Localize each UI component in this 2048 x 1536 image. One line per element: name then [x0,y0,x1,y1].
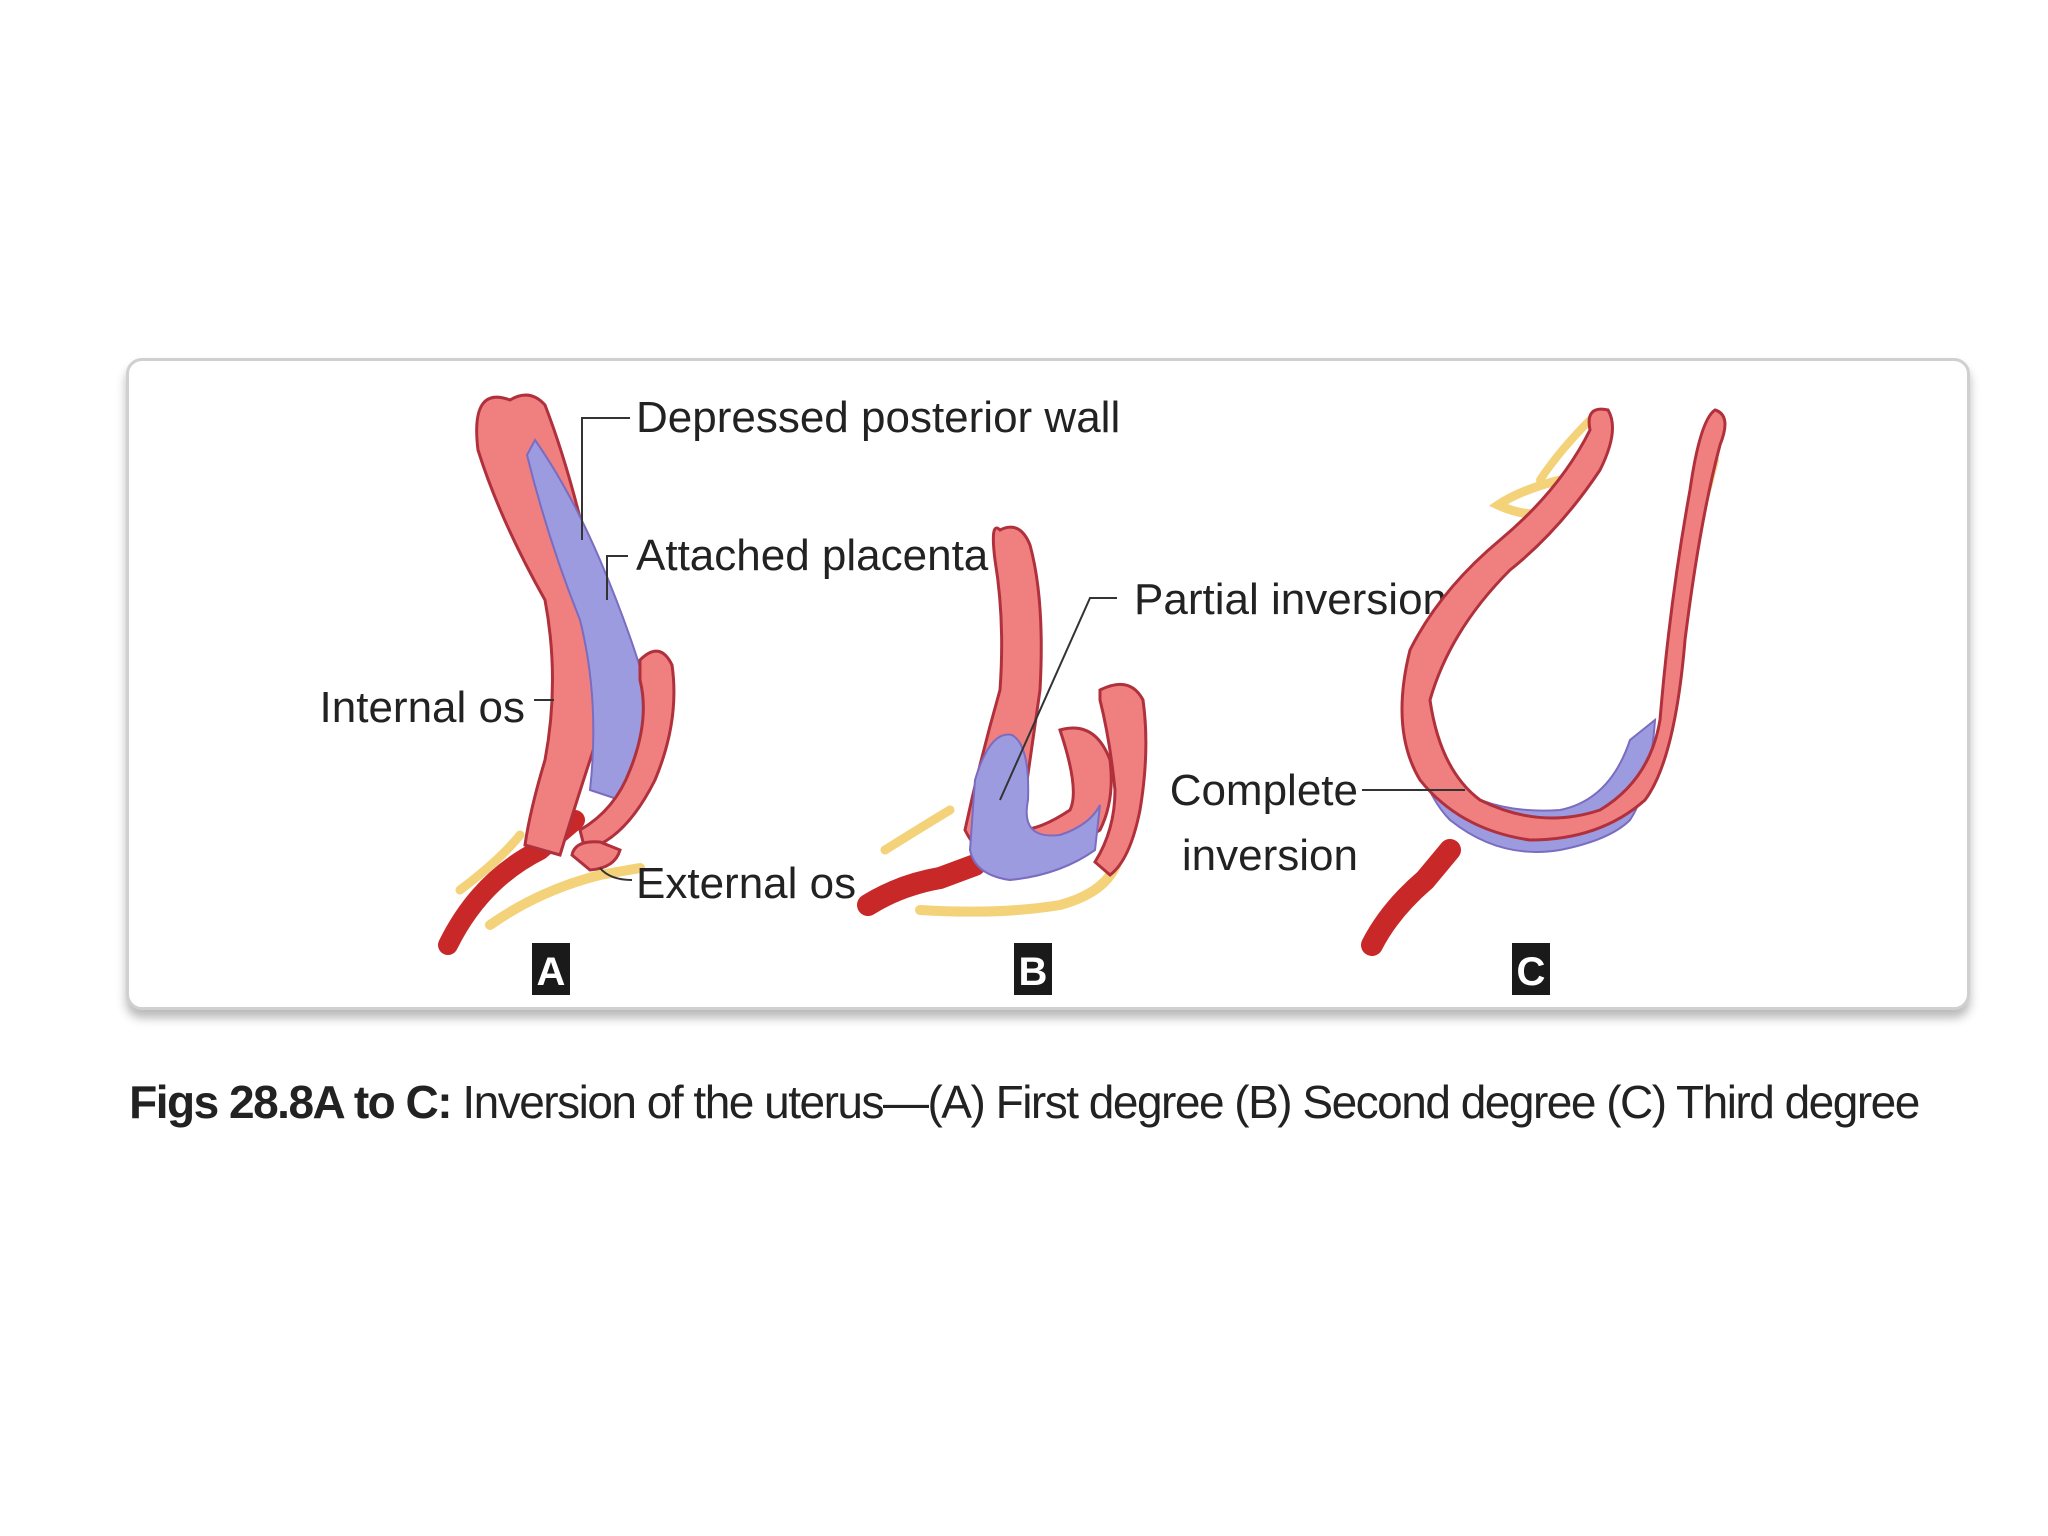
uterus-illustration-b [857,525,1148,917]
external-os-label: External os [636,859,856,908]
svg-text:A: A [537,950,566,994]
panel-letter-a: A [532,943,570,995]
uterus-illustration-c [1361,407,1727,956]
attached-placenta-label: Attached placenta [636,531,989,580]
complete-inversion-label-line1: Complete [1170,766,1358,815]
uterus-illustration-a [438,393,676,955]
complete-inversion-label-line2: inversion [1182,831,1358,880]
svg-text:C: C [1517,950,1546,994]
svg-text:B: B [1019,950,1048,994]
caption-text: Inversion of the uterus—(A) First degree… [451,1076,1920,1128]
depressed-posterior-wall-label: Depressed posterior wall [636,393,1120,442]
label-lines-b [999,597,1117,801]
figure-caption: Figs 28.8A to C: Inversion of the uterus… [0,1075,2048,1129]
panel-letter-c: C [1512,943,1550,995]
figure-number: Figs 28.8A to C: [129,1076,452,1128]
partial-inversion-label: Partial inversion [1134,575,1447,624]
panel-letter-b: B [1014,943,1052,995]
internal-os-label: Internal os [320,683,525,732]
label-lines-a [534,417,633,881]
